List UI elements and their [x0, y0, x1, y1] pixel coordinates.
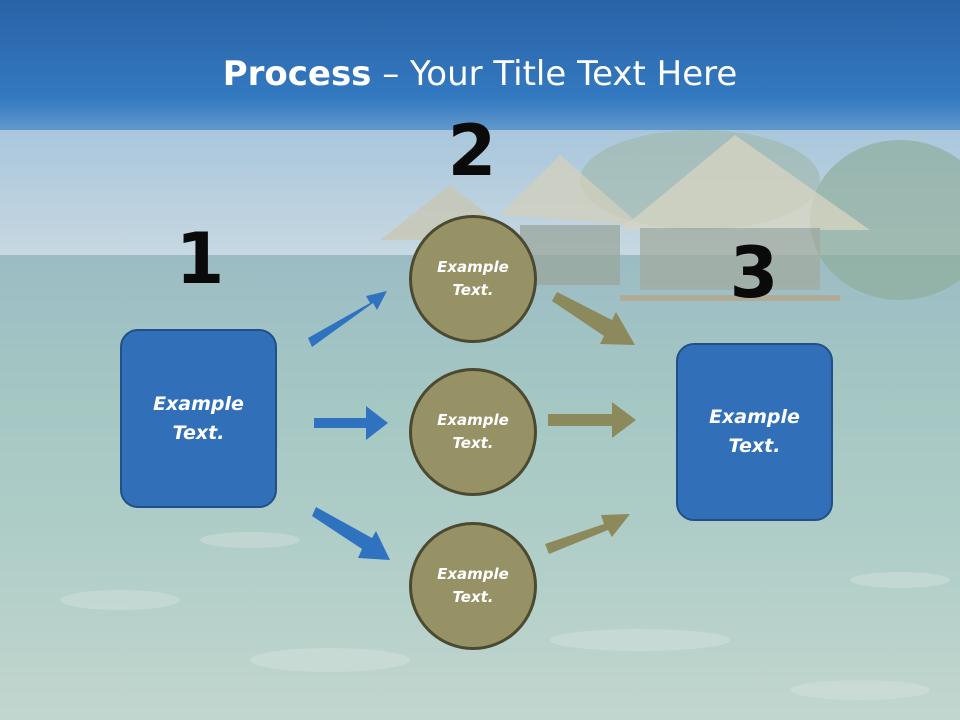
arrow-1-to-middle — [314, 406, 388, 440]
step-2-text-top: Example Text. — [437, 258, 509, 299]
arrow-1-to-top — [308, 291, 387, 347]
step-2-text-middle: Example Text. — [437, 411, 509, 452]
title-bold: Process — [222, 54, 372, 94]
step-2-number: 2 — [447, 110, 497, 192]
step-2-circle-bottom: Example Text. — [409, 522, 537, 650]
step-2-circle-middle: Example Text. — [409, 368, 537, 496]
step-2-circle-top: Example Text. — [409, 215, 537, 343]
step-3-box: Example Text. — [676, 343, 833, 521]
step-1-box: Example Text. — [120, 329, 277, 508]
step-1-text: Example Text. — [153, 392, 244, 444]
step-3-number: 3 — [729, 232, 779, 314]
step-3-text: Example Text. — [709, 406, 800, 457]
arrow-1-to-bottom — [312, 507, 390, 560]
arrow-top-to-3 — [552, 292, 635, 345]
step-2-text-bottom: Example Text. — [437, 565, 509, 606]
title-rest: – Your Title Text Here — [371, 54, 738, 94]
step-1-number: 1 — [175, 218, 225, 300]
arrow-middle-to-3 — [548, 402, 636, 438]
slide-title: Process – Your Title Text Here — [0, 52, 960, 96]
arrow-bottom-to-3 — [545, 514, 630, 554]
